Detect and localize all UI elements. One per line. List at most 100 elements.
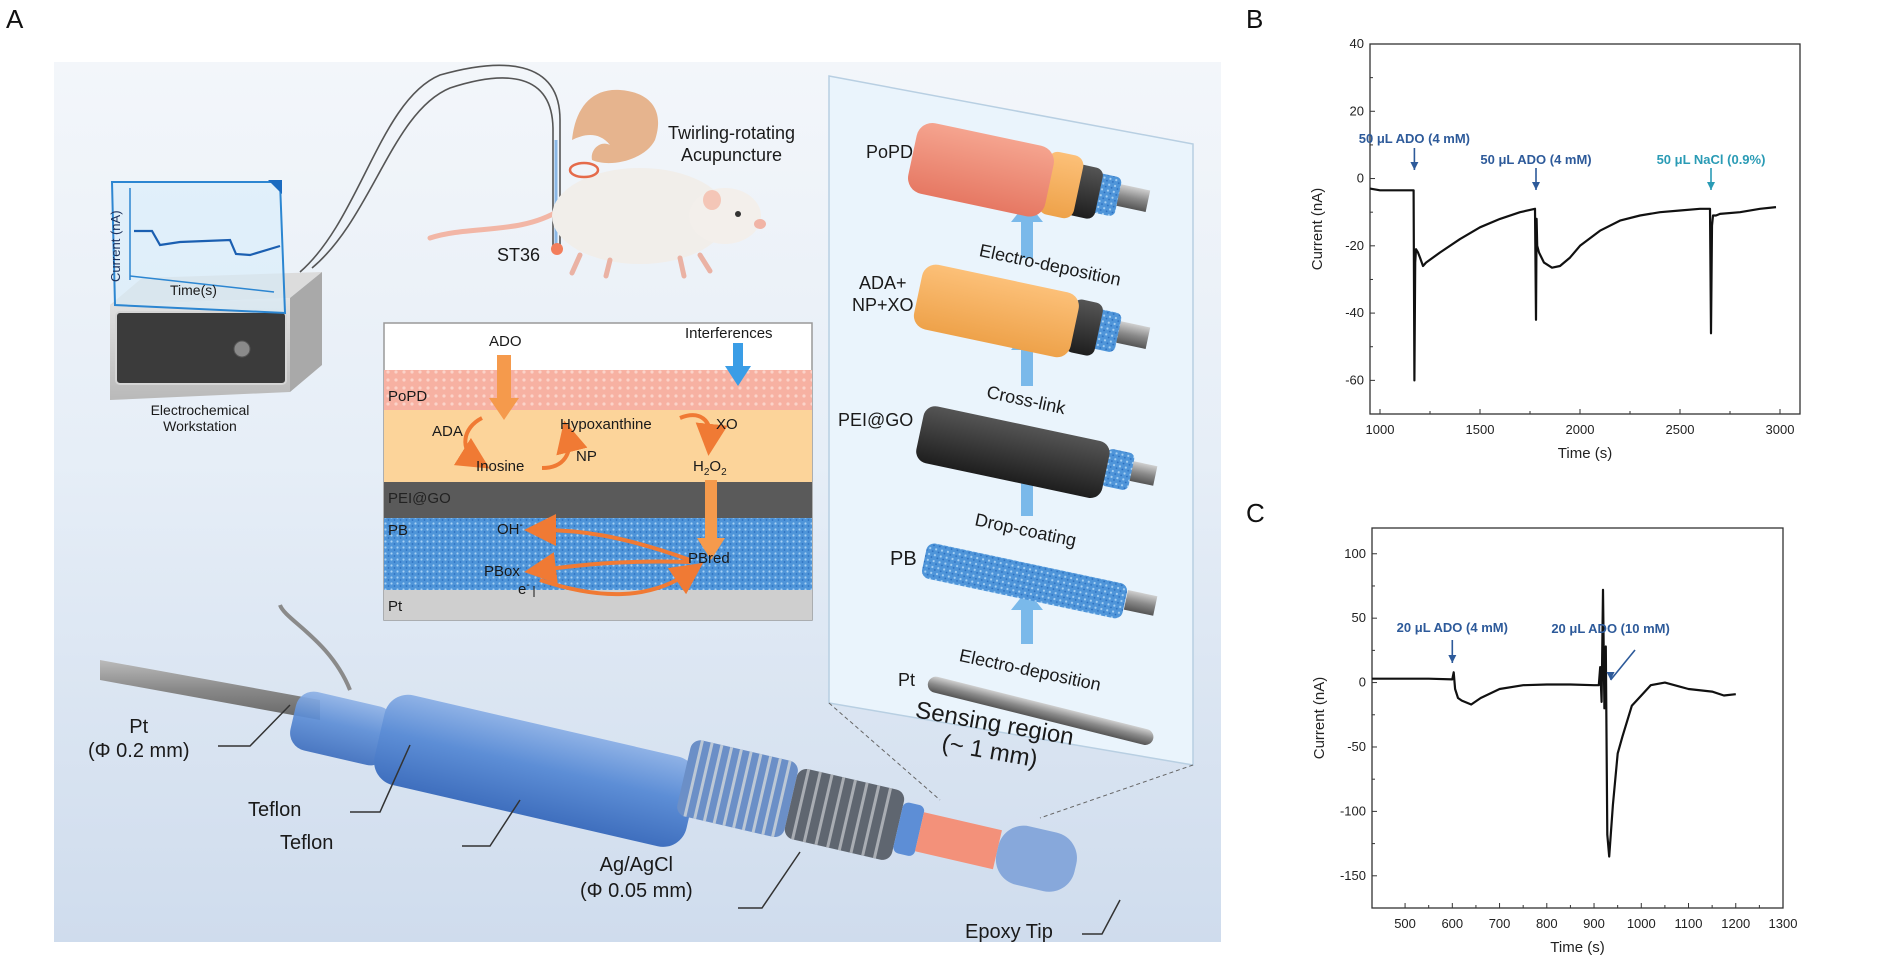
- electrode-label-teflon-inner: Teflon: [248, 799, 302, 821]
- species-oh: OH-: [497, 520, 523, 538]
- panel-a-letter: A: [6, 4, 24, 34]
- electrode-agcl-line2: (Φ 0.05 mm): [580, 880, 693, 902]
- microelectrode: [100, 604, 1121, 935]
- annotation-label: 50 μL ADO (4 mM): [1359, 131, 1470, 146]
- oh-text: OH: [497, 521, 520, 538]
- x-tick-label: 800: [1536, 916, 1558, 931]
- cylinder-popd: [908, 122, 1151, 219]
- cylinder-enzyme: [913, 264, 1151, 358]
- hand-illustration: [572, 89, 659, 164]
- screen-y-axis-label: Current (nA): [108, 210, 123, 282]
- annotation-label: 50 μL NaCl (0.9%): [1657, 152, 1766, 167]
- electrode-label-teflon-outer: Teflon: [280, 832, 334, 854]
- x-tick-label: 900: [1583, 916, 1605, 931]
- x-tick-label: 700: [1489, 916, 1511, 931]
- y-tick-label: 50: [1352, 610, 1366, 625]
- workstation-label-line1: Electrochemical: [150, 402, 250, 418]
- y-tick-label: -40: [1345, 305, 1364, 320]
- workstation-label-line2: Workstation: [163, 418, 237, 434]
- procedure-label-line2: Acupuncture: [680, 145, 783, 165]
- annotation-arrowhead: [1707, 182, 1715, 190]
- species-np: NP: [576, 448, 597, 465]
- layer-label-popd: PoPD: [388, 388, 428, 405]
- annotation-label: 50 μL ADO (4 mM): [1480, 152, 1591, 167]
- cylinder-pt: [927, 676, 1154, 745]
- workstation-label: Electrochemical Workstation: [125, 402, 275, 434]
- panel-b-letter: B: [1246, 4, 1264, 34]
- h2o2-o: O: [709, 458, 722, 475]
- fab-layer-popd: PoPD: [866, 142, 914, 162]
- electrode-agcl-line1: Ag/AgCl: [599, 854, 673, 876]
- oh-charge: -: [519, 520, 523, 531]
- x-tick-label: 1500: [1466, 422, 1495, 437]
- y-tick-label: 0: [1357, 171, 1364, 186]
- electron-charge: -: [526, 580, 530, 591]
- plot-frame: [1371, 527, 1784, 909]
- procedure-label: Twirling-rotating Acupuncture: [668, 122, 795, 166]
- y-tick-label: -100: [1340, 803, 1366, 818]
- x-tick-label: 1000: [1366, 422, 1395, 437]
- annotation-arrowhead: [1606, 672, 1615, 680]
- y-tick-label: 0: [1359, 675, 1366, 690]
- x-tick-label: 1000: [1627, 916, 1656, 931]
- workstation-screen: [110, 180, 287, 315]
- y-axis-label: Current (nA): [1311, 677, 1328, 760]
- electrode-pt-line1: Pt: [129, 716, 149, 738]
- species-pbox: PBox: [484, 563, 520, 580]
- fab-layer-enzyme: ADA+ NP+XO: [852, 272, 914, 316]
- x-axis-label: Time (s): [1550, 939, 1604, 956]
- plot-frame: [1369, 43, 1801, 415]
- panel-a-illustration: [100, 64, 1194, 935]
- x-tick-label: 1300: [1769, 916, 1798, 931]
- annotation-arrowhead: [1448, 655, 1457, 663]
- fab-layer-pb: PB: [890, 548, 917, 570]
- x-tick-label: 600: [1441, 916, 1463, 931]
- electrode-label-epoxy-tip: Epoxy Tip: [965, 921, 1053, 943]
- species-interferences: Interferences: [685, 325, 773, 342]
- y-tick-label: 40: [1350, 36, 1364, 51]
- electrode-label-agcl: Ag/AgCl (Φ 0.05 mm): [580, 852, 693, 904]
- h2o2-sub2: 2: [721, 467, 727, 478]
- procedure-label-line1: Twirling-rotating: [668, 123, 796, 143]
- electrode-label-pt: Pt (Φ 0.2 mm): [88, 715, 190, 763]
- x-axis-label: Time (s): [1558, 445, 1612, 462]
- x-tick-label: 2000: [1566, 422, 1595, 437]
- screen-x-axis-label: Time(s): [170, 282, 217, 298]
- fab-layer-enzyme-line1: ADA+: [859, 273, 907, 293]
- species-pbred: PBred: [688, 550, 730, 567]
- mechanism-inset: [383, 322, 813, 621]
- fabrication-panel: [828, 75, 1194, 819]
- x-tick-label: 500: [1394, 916, 1416, 931]
- fab-layer-peigo: PEI@GO: [838, 410, 914, 430]
- y-axis-label: Current (nA): [1309, 188, 1326, 271]
- species-hypoxanthine: Hypoxanthine: [560, 416, 652, 433]
- series-line-current: [1369, 187, 1777, 382]
- species-ada: ADA: [432, 423, 463, 440]
- acupoint-label: ST36: [497, 245, 541, 265]
- layer-label-pb: PB: [388, 522, 409, 539]
- cylinder-pb: [922, 543, 1158, 619]
- x-tick-label: 1100: [1675, 916, 1703, 931]
- electron-text: e: [518, 581, 527, 598]
- species-h2o2: H2O2: [693, 458, 727, 478]
- fab-layer-pt: Pt: [898, 670, 916, 690]
- h2o2-sub1: 2: [703, 467, 710, 478]
- h2o2-h: H: [693, 458, 704, 475]
- annotation-arrowhead: [1410, 162, 1419, 170]
- panel-c-letter: C: [1246, 498, 1265, 528]
- x-tick-label: 3000: [1766, 422, 1795, 437]
- series-line-current: [1372, 588, 1736, 858]
- y-tick-label: 20: [1350, 103, 1364, 118]
- rat-illustration: [427, 161, 766, 279]
- y-tick-label: -150: [1340, 868, 1366, 883]
- species-inosine: Inosine: [476, 458, 525, 475]
- y-tick-label: -60: [1345, 372, 1364, 387]
- x-tick-label: 1200: [1721, 916, 1750, 931]
- y-tick-label: -50: [1347, 739, 1366, 754]
- fab-layer-enzyme-line2: NP+XO: [852, 295, 914, 315]
- y-tick-label: -20: [1345, 238, 1364, 253]
- annotation-arrow-shaft: [1609, 649, 1636, 681]
- x-tick-label: 2500: [1666, 422, 1695, 437]
